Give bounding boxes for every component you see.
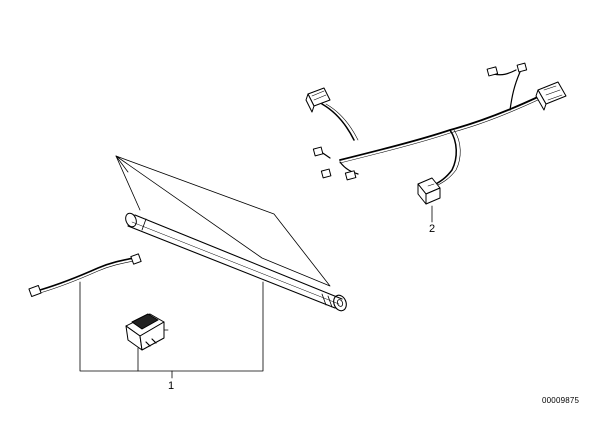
callout-label-1: 1 <box>168 380 175 392</box>
harness-connector-right <box>535 81 567 111</box>
rocker-switch <box>125 313 169 351</box>
roller-tube <box>125 212 347 312</box>
harness-connector-left <box>305 87 331 113</box>
blind-sheet <box>115 155 331 287</box>
cable-connector-left <box>28 285 42 297</box>
motor-cable <box>28 253 142 297</box>
sunblind-roller <box>115 155 347 312</box>
cable-connector-right <box>130 253 142 265</box>
callout-label-2: 2 <box>429 223 436 235</box>
document-number: 00009875 <box>542 396 580 405</box>
callout-leader-1 <box>79 281 264 379</box>
wiring-harness <box>305 62 567 205</box>
harness-connector-2 <box>417 177 441 205</box>
